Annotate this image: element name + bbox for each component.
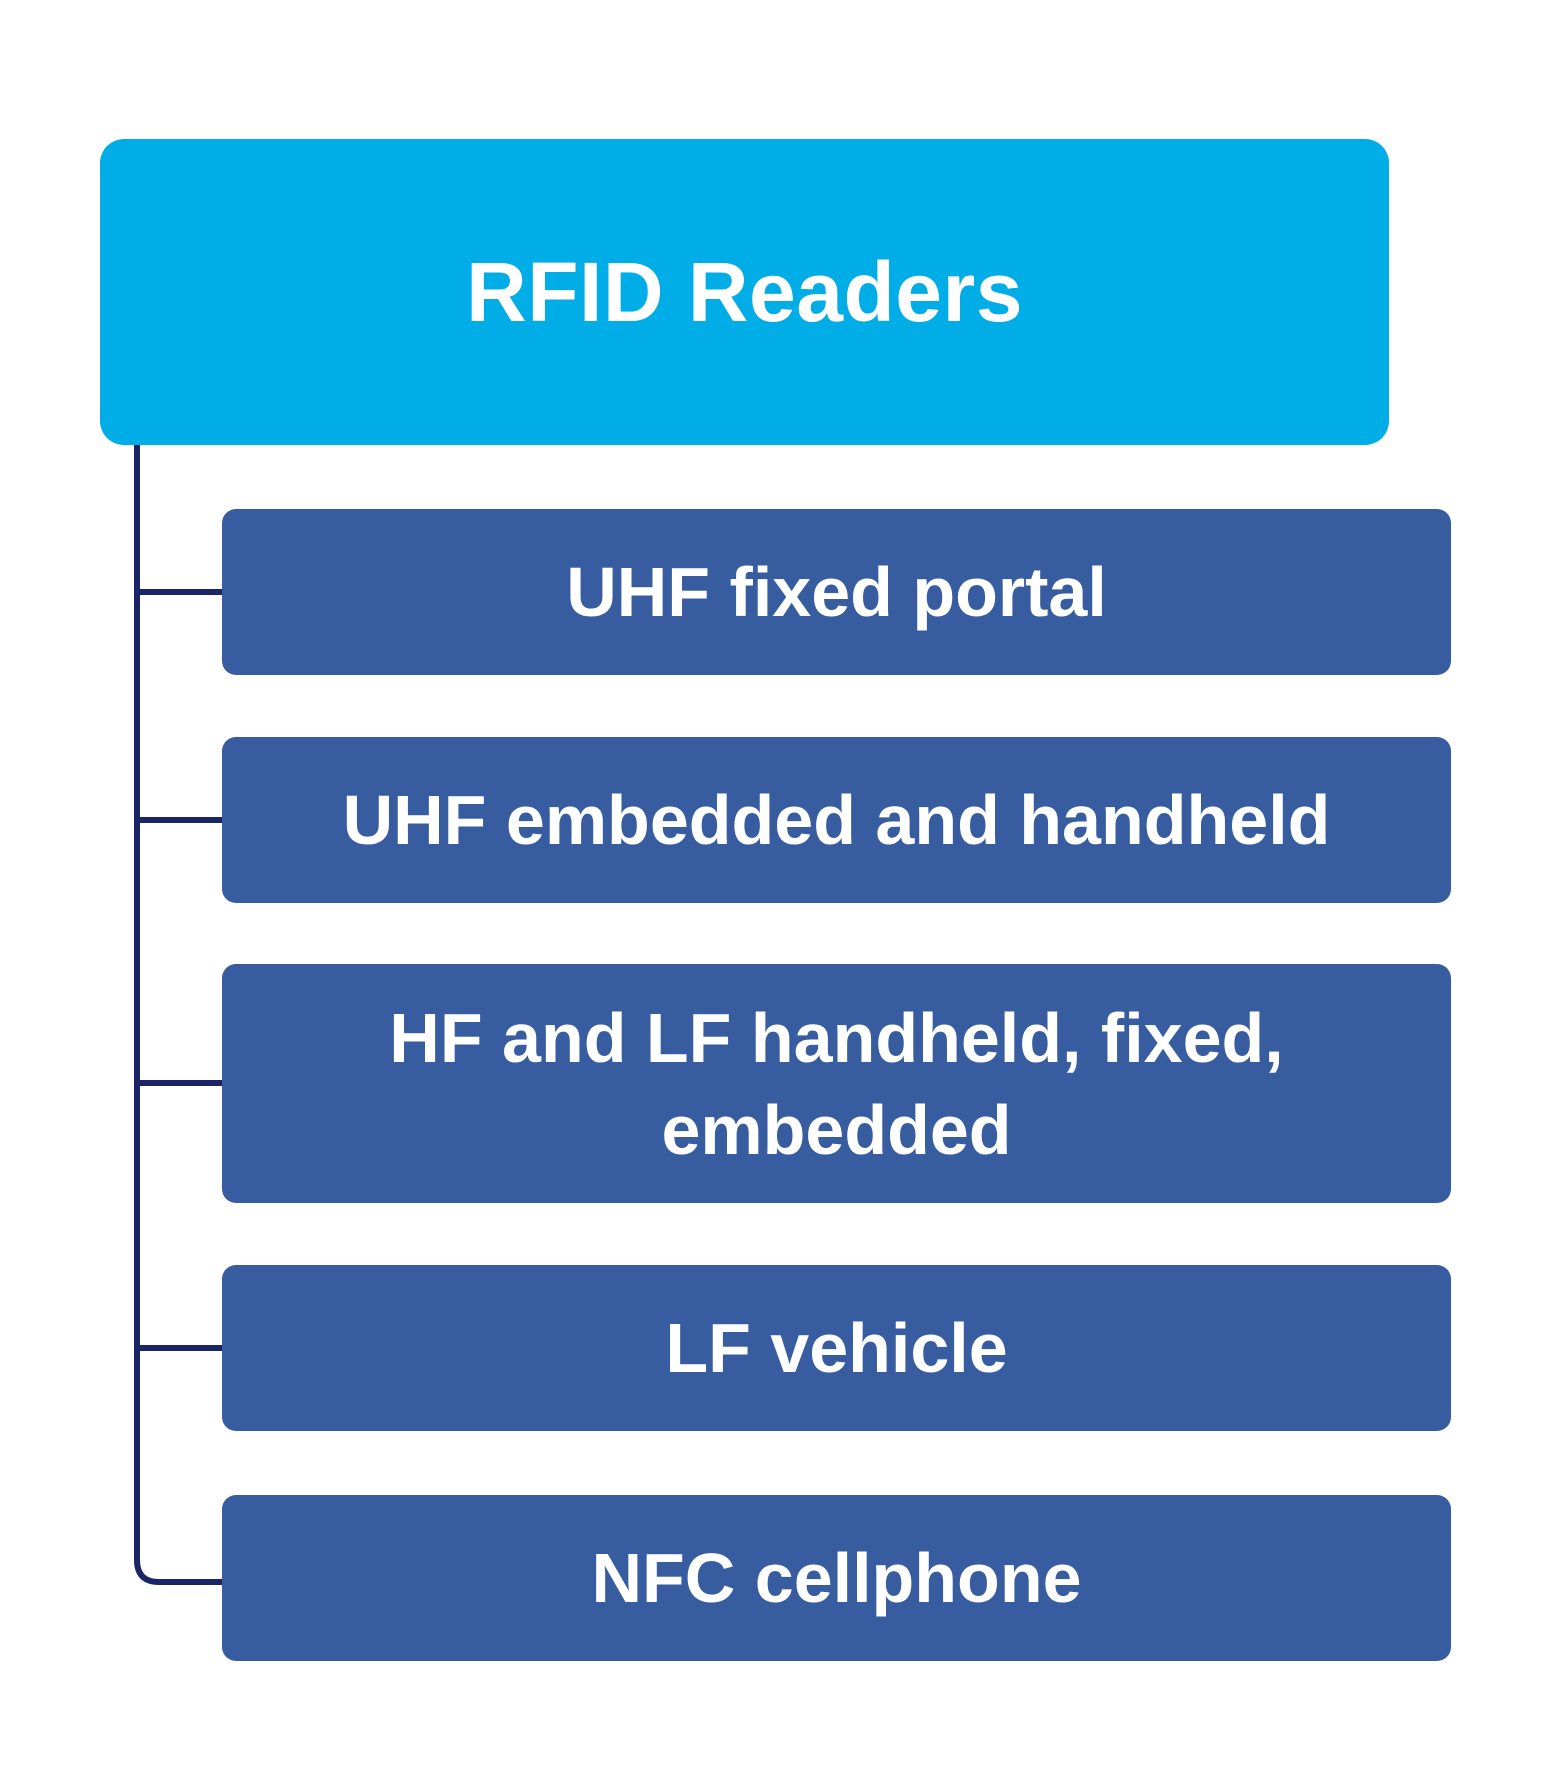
child-node-uhf-fixed-portal: UHF fixed portal <box>222 509 1451 675</box>
child-node-label: HF and LF handheld, fixed, embedded <box>389 998 1284 1169</box>
root-node-rfid-readers: RFID Readers <box>100 139 1389 445</box>
child-node-label: NFC cellphone <box>591 1539 1082 1617</box>
child-node-nfc-cellphone: NFC cellphone <box>222 1495 1451 1661</box>
child-node-lf-vehicle: LF vehicle <box>222 1265 1451 1431</box>
child-node-uhf-embedded-and-handheld: UHF embedded and handheld <box>222 737 1451 903</box>
connector-trunk <box>134 442 225 1585</box>
child-node-label: UHF embedded and handheld <box>342 781 1331 859</box>
root-node-label: RFID Readers <box>466 244 1023 339</box>
child-node-label: LF vehicle <box>665 1309 1008 1387</box>
child-node-hf-and-lf-handheld-fixed-embedded: HF and LF handheld, fixed, embedded <box>222 964 1451 1203</box>
child-node-label: UHF fixed portal <box>566 553 1107 631</box>
